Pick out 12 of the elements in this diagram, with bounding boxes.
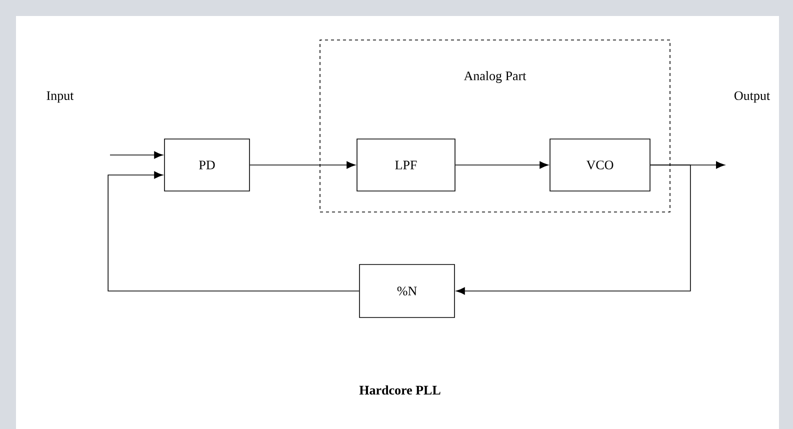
block-box: PD xyxy=(164,138,250,192)
block-box: VCO xyxy=(550,138,650,192)
block-box: LPF xyxy=(356,138,456,192)
caption: Hardcore PLL xyxy=(359,385,440,395)
arrow xyxy=(455,161,548,169)
block-box: %N xyxy=(359,264,455,318)
arrow xyxy=(108,171,360,292)
port-label: Output xyxy=(734,91,770,103)
arrow xyxy=(250,161,356,169)
port-label: Input xyxy=(46,91,74,103)
arrow xyxy=(110,151,163,159)
arrow xyxy=(456,164,691,295)
